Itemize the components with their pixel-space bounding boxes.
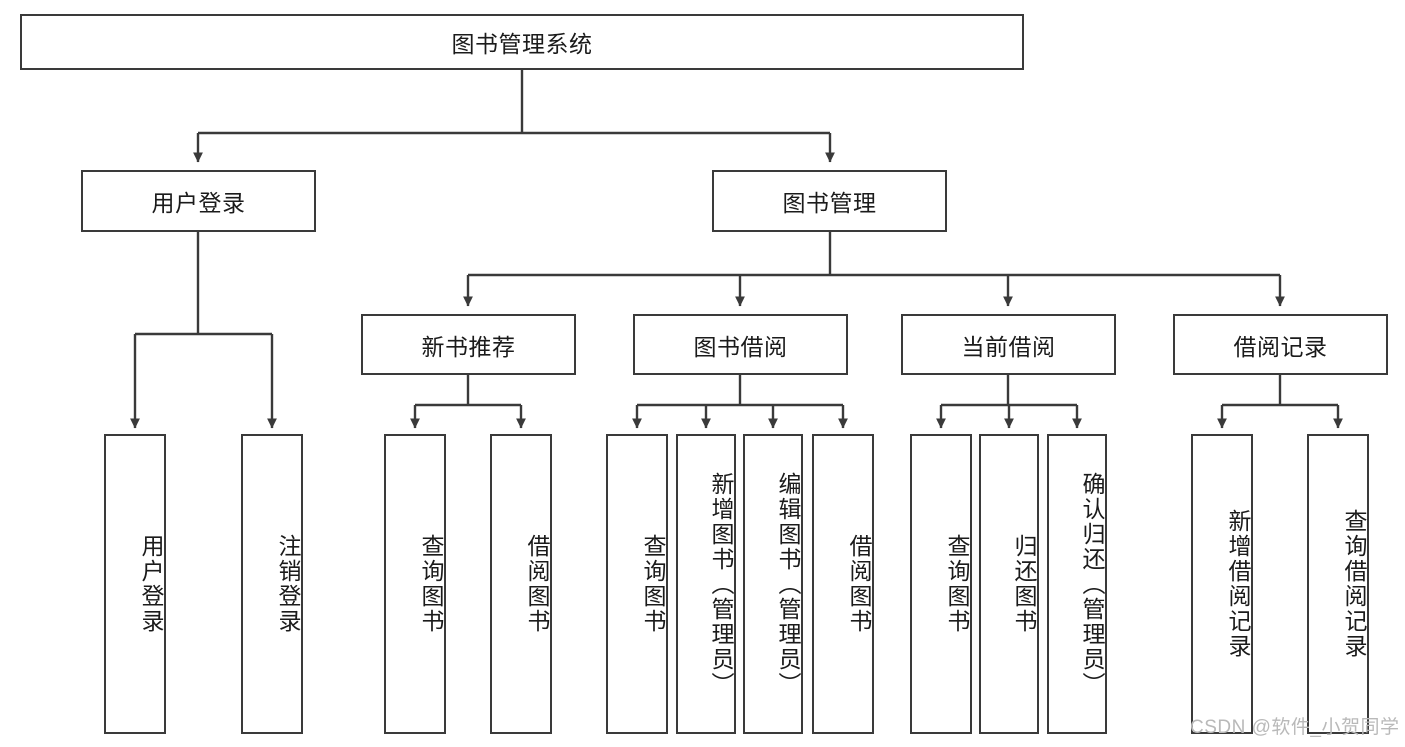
node-label: 借阅图书	[524, 534, 550, 634]
leaf-edit-book-admin[interactable]: 编辑图书（管理员）	[743, 434, 803, 734]
leaf-confirm-return-admin[interactable]: 确认归还（管理员）	[1047, 434, 1107, 734]
leaf-borrow-book-recommend[interactable]: 借阅图书	[490, 434, 552, 734]
node-current-borrow[interactable]: 当前借阅	[901, 314, 1116, 375]
node-label: 用户登录	[151, 190, 246, 216]
node-label: 查询图书	[944, 534, 970, 634]
leaf-return-book[interactable]: 归还图书	[979, 434, 1039, 734]
leaf-borrow-book[interactable]: 借阅图书	[812, 434, 874, 734]
node-label: 当前借阅	[961, 333, 1056, 360]
node-borrow-record[interactable]: 借阅记录	[1173, 314, 1388, 375]
node-label: 查询图书	[640, 534, 666, 634]
node-label: 图书借阅	[693, 333, 788, 360]
node-label: 确认归还（管理员）	[1079, 471, 1105, 697]
node-user-login[interactable]: 用户登录	[81, 170, 316, 232]
node-book-borrow[interactable]: 图书借阅	[633, 314, 848, 375]
node-label: 新增借阅记录	[1225, 509, 1251, 659]
node-label: 归还图书	[1011, 534, 1037, 634]
node-label: 借阅图书	[846, 534, 872, 634]
node-label: 新增图书（管理员）	[708, 471, 734, 697]
node-label: 编辑图书（管理员）	[775, 471, 801, 697]
node-label: 图书管理系统	[451, 31, 593, 57]
node-label: 注销登录	[275, 534, 301, 634]
node-label: 图书管理	[782, 190, 877, 216]
node-label: 借阅记录	[1233, 333, 1328, 360]
leaf-add-book-admin[interactable]: 新增图书（管理员）	[676, 434, 736, 734]
node-label: 查询图书	[418, 534, 444, 634]
leaf-add-borrow-record[interactable]: 新增借阅记录	[1191, 434, 1253, 734]
leaf-user-logout[interactable]: 注销登录	[241, 434, 303, 734]
node-book-management[interactable]: 图书管理	[712, 170, 947, 232]
node-label: 用户登录	[138, 534, 164, 634]
node-new-book-recommend[interactable]: 新书推荐	[361, 314, 576, 375]
node-label: 新书推荐	[421, 333, 516, 360]
node-label: 查询借阅记录	[1341, 509, 1367, 659]
watermark: CSDN @软件_小贺同学	[1190, 717, 1400, 738]
leaf-query-book-current[interactable]: 查询图书	[910, 434, 972, 734]
leaf-user-login[interactable]: 用户登录	[104, 434, 166, 734]
node-root-system[interactable]: 图书管理系统	[20, 14, 1024, 70]
leaf-query-borrow-record[interactable]: 查询借阅记录	[1307, 434, 1369, 734]
leaf-query-book-borrow[interactable]: 查询图书	[606, 434, 668, 734]
leaf-query-book-recommend[interactable]: 查询图书	[384, 434, 446, 734]
